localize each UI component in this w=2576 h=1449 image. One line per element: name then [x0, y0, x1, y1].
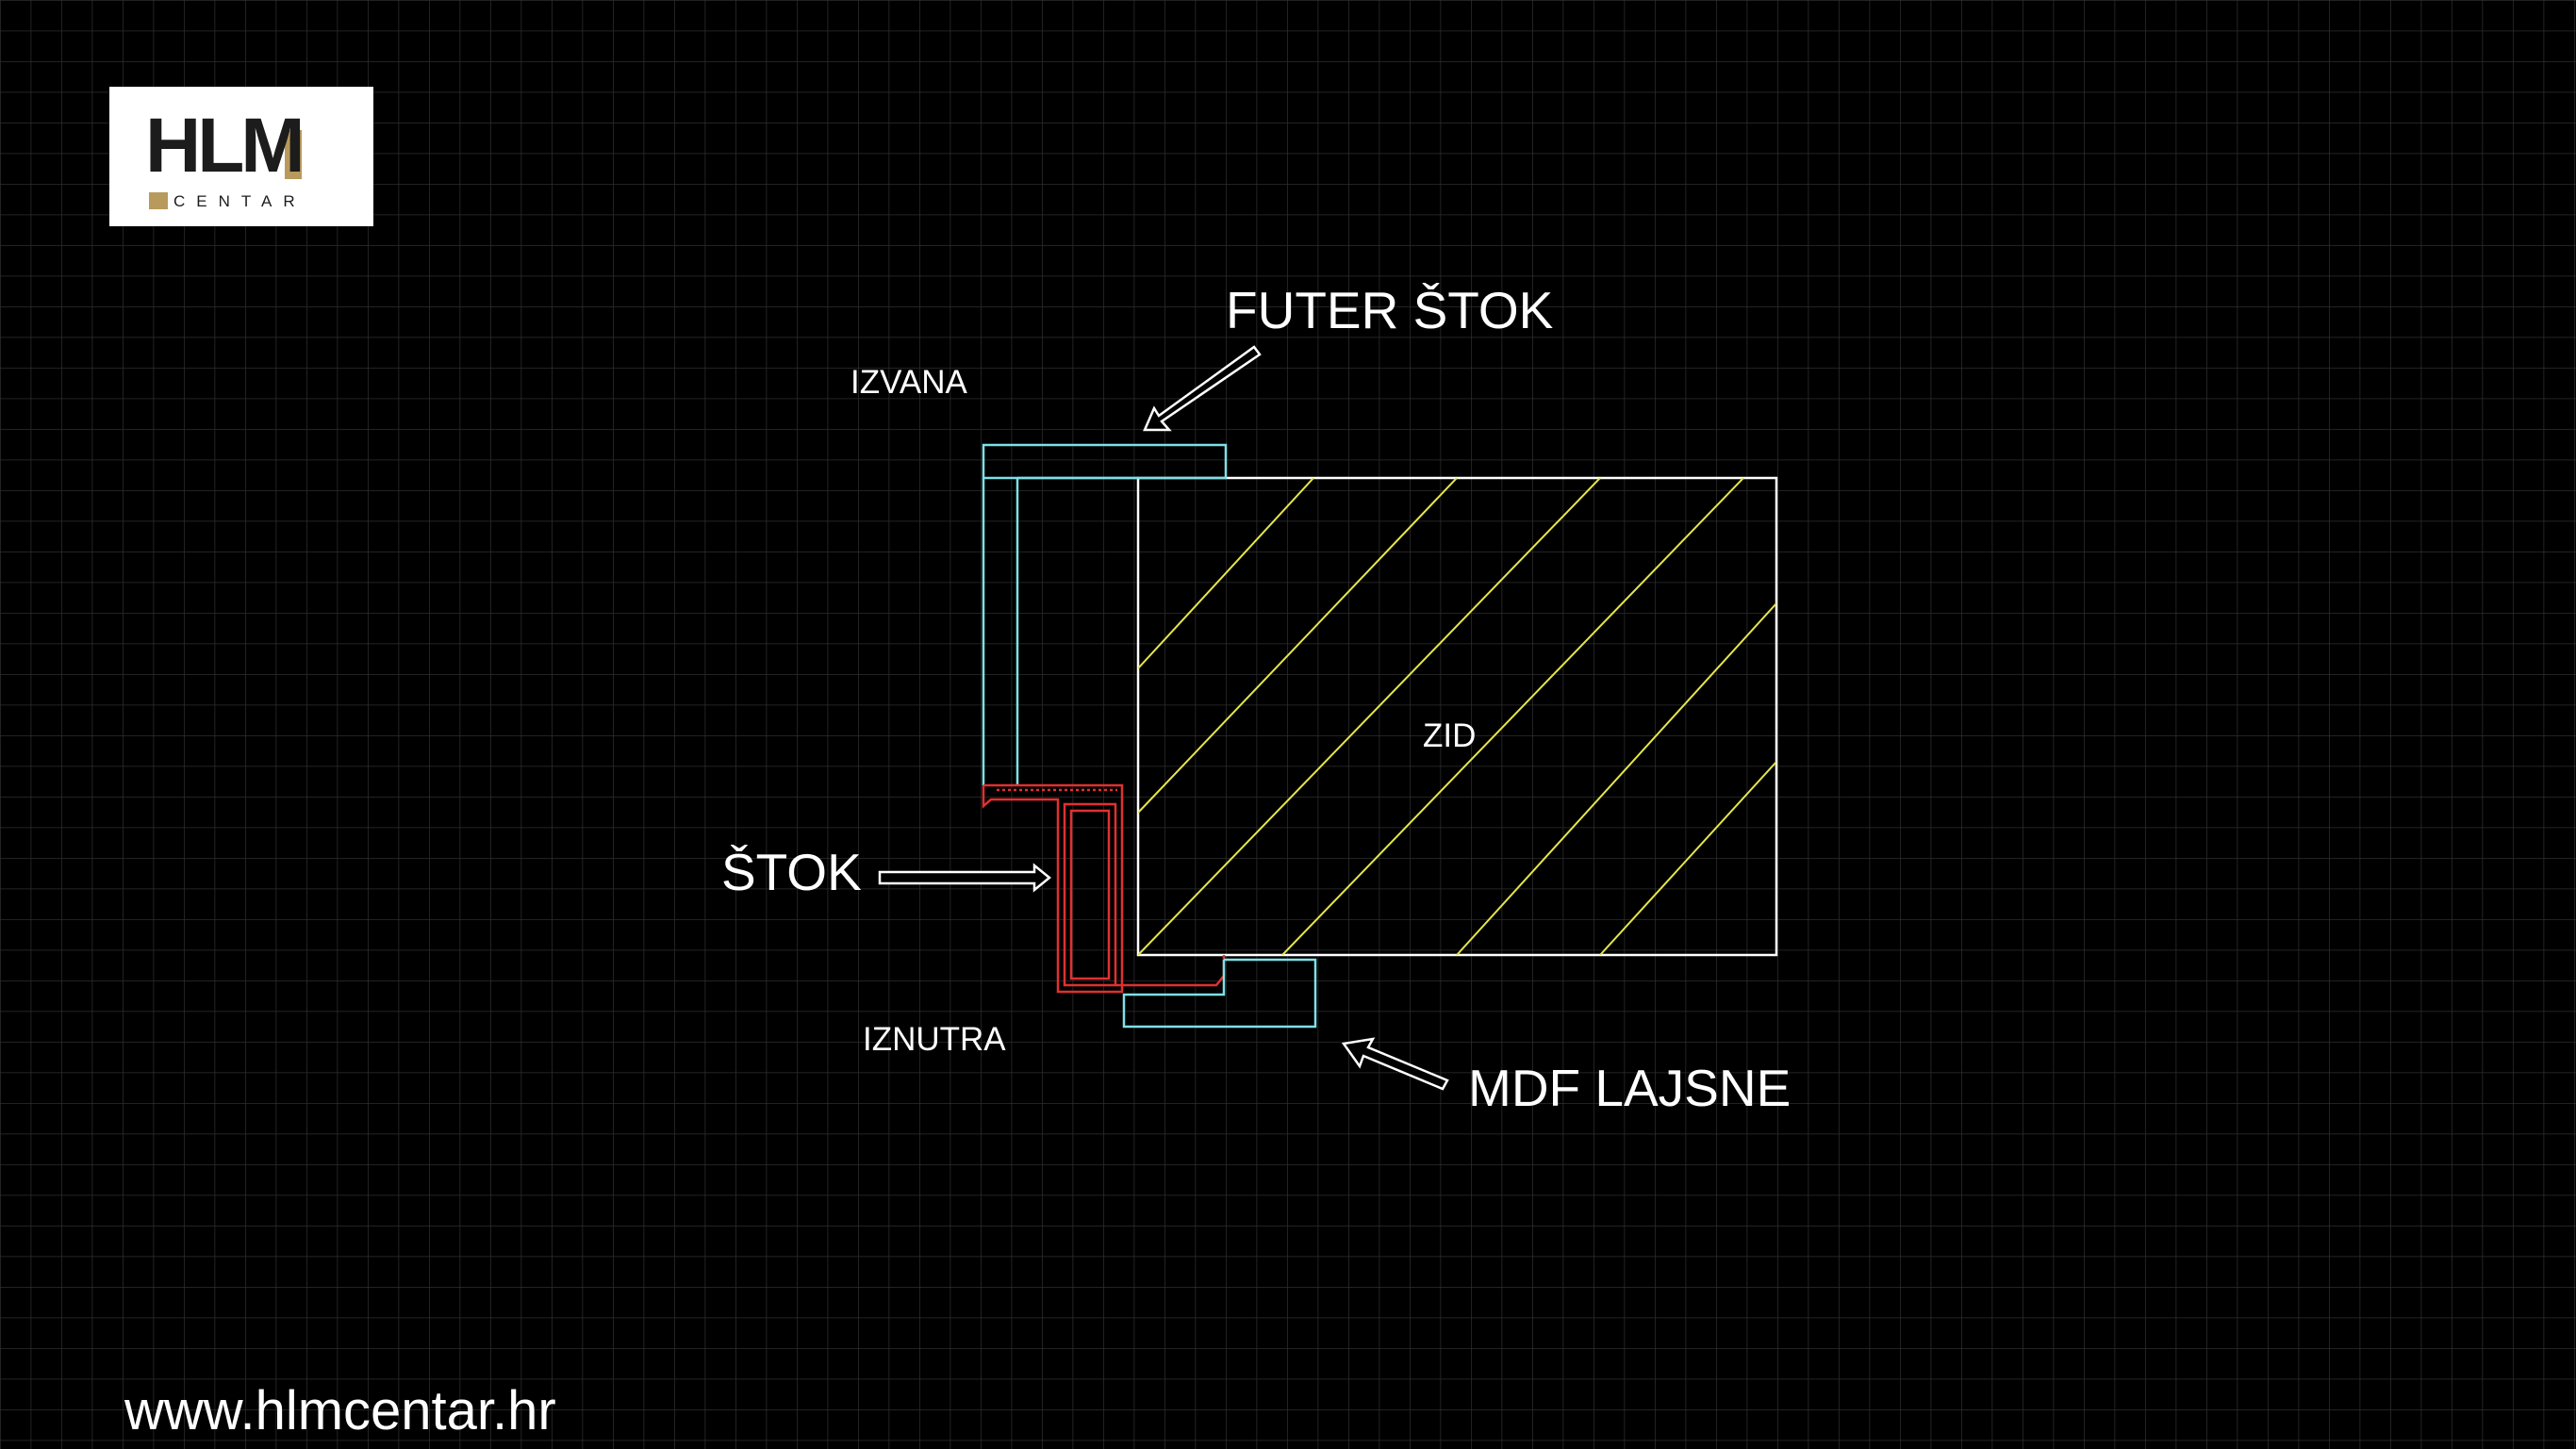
label-stok: ŠTOK: [721, 843, 862, 901]
label-iznutra: IZNUTRA: [863, 1021, 1006, 1058]
label-izvana: IZVANA: [850, 364, 967, 401]
arrow-mdf-lajsne: [1341, 1037, 1449, 1091]
label-zid: ZID: [1423, 717, 1477, 754]
hlm-centar-logo: HLM CENTAR: [109, 87, 373, 226]
mdf-lajsne-outline: [1122, 958, 1317, 1029]
wall-hatch: [1138, 478, 1776, 955]
logo-gold-accent: [285, 130, 302, 179]
logo-text: HLM: [145, 103, 305, 189]
wall-zid: [1136, 476, 1778, 957]
label-futer-stok: FUTER ŠTOK: [1226, 281, 1554, 339]
logo-subtext: CENTAR: [173, 192, 306, 210]
website-url: www.hlmcentar.hr: [124, 1380, 556, 1441]
label-mdf-lajsne: MDF LAJSNE: [1468, 1059, 1792, 1117]
arrow-stok: [878, 863, 1051, 893]
futer-stok-outline: [982, 443, 1228, 785]
logo-gold-mark: [149, 192, 168, 209]
arrow-futer-stok: [1143, 345, 1262, 432]
